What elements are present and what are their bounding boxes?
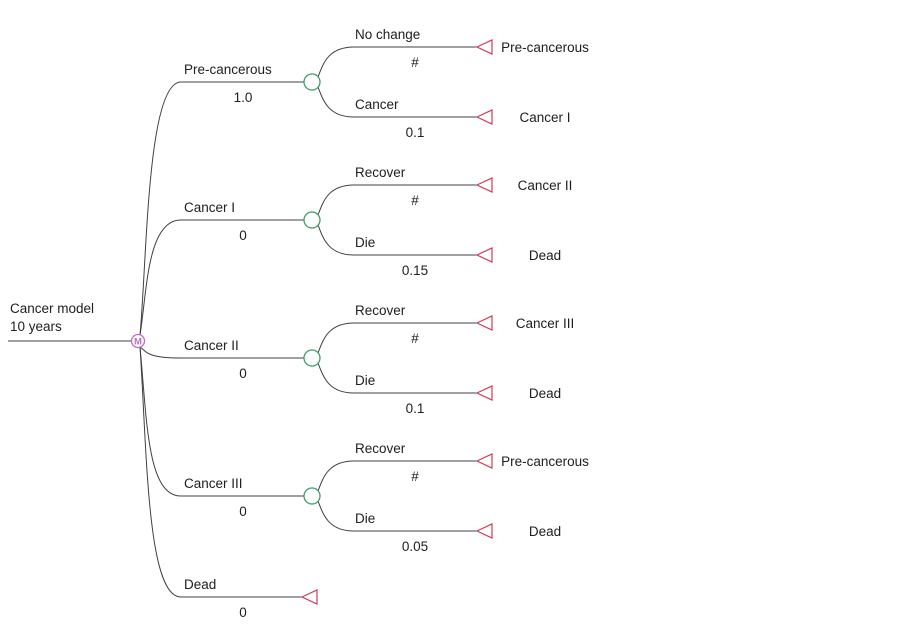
- child-branch-probability[interactable]: 0.15: [402, 263, 428, 278]
- branch-1-child-0-line: [317, 184, 477, 216]
- branch-probability[interactable]: 0: [239, 504, 247, 519]
- chance-node-cancer-2[interactable]: [303, 349, 321, 367]
- child-branch-name[interactable]: Recover: [355, 303, 406, 318]
- terminal-node-b1c0[interactable]: [475, 177, 493, 193]
- branch-probability[interactable]: 1.0: [234, 90, 253, 105]
- branch-2-line: [139, 346, 304, 359]
- terminal-state-label[interactable]: Dead: [529, 386, 561, 401]
- branch-1-line: [139, 219, 304, 336]
- branch-3-line: [139, 346, 304, 497]
- branch-2-child-1-line: [317, 362, 477, 394]
- terminal-node-b3c0[interactable]: [475, 453, 493, 469]
- terminal-state-label[interactable]: Cancer III: [516, 316, 575, 331]
- child-branch-name[interactable]: Die: [355, 373, 375, 388]
- branch-3-child-0-line: [317, 460, 477, 492]
- child-branch-probability[interactable]: #: [411, 331, 419, 346]
- branch-name[interactable]: Cancer III: [184, 476, 243, 491]
- root-label-line2[interactable]: 10 years: [10, 319, 62, 334]
- branch-0-child-0-line: [317, 46, 477, 78]
- terminal-node-b2c0[interactable]: [475, 315, 493, 331]
- terminal-state-label[interactable]: Cancer I: [519, 110, 570, 125]
- branch-2-child-0-line: [317, 322, 477, 354]
- terminal-node-dead-branch[interactable]: [300, 589, 318, 605]
- branch-name[interactable]: Cancer II: [184, 338, 239, 353]
- branch-3-child-1-line: [317, 500, 477, 532]
- child-branch-name[interactable]: Die: [355, 511, 375, 526]
- terminal-node-b2c1[interactable]: [475, 385, 493, 401]
- terminal-state-label[interactable]: Pre-cancerous: [501, 40, 589, 55]
- branch-name[interactable]: Dead: [184, 577, 216, 592]
- terminal-node-b3c1[interactable]: [475, 523, 493, 539]
- child-branch-name[interactable]: Cancer: [355, 97, 399, 112]
- child-branch-name[interactable]: No change: [355, 27, 420, 42]
- root-label-line1[interactable]: Cancer model: [10, 301, 94, 316]
- child-branch-name[interactable]: Recover: [355, 441, 406, 456]
- markov-node[interactable]: [130, 333, 146, 349]
- terminal-state-label[interactable]: Dead: [529, 248, 561, 263]
- terminal-node-b0c1[interactable]: [475, 109, 493, 125]
- child-branch-probability[interactable]: #: [411, 55, 419, 70]
- child-branch-name[interactable]: Recover: [355, 165, 406, 180]
- terminal-node-b1c1[interactable]: [475, 247, 493, 263]
- markov-node-symbol: M: [134, 337, 142, 348]
- branch-0-line: [139, 81, 304, 336]
- child-branch-probability[interactable]: 0.05: [402, 539, 428, 554]
- branch-name[interactable]: Cancer I: [184, 200, 235, 215]
- child-branch-probability[interactable]: #: [411, 469, 419, 484]
- branch-probability[interactable]: 0: [239, 605, 247, 620]
- terminal-state-label[interactable]: Cancer II: [518, 178, 573, 193]
- child-branch-probability[interactable]: 0.1: [406, 401, 425, 416]
- child-branch-name[interactable]: Die: [355, 235, 375, 250]
- chance-node-cancer-1[interactable]: [303, 211, 321, 229]
- branch-probability[interactable]: 0: [239, 366, 247, 381]
- chance-node-cancer-3[interactable]: [303, 487, 321, 505]
- terminal-node-b0c0[interactable]: [475, 39, 493, 55]
- branch-1-child-1-line: [317, 224, 477, 256]
- branch-probability[interactable]: 0: [239, 228, 247, 243]
- branch-name[interactable]: Pre-cancerous: [184, 62, 272, 77]
- terminal-state-label[interactable]: Pre-cancerous: [501, 454, 589, 469]
- chance-node-pre-cancerous[interactable]: [303, 73, 321, 91]
- branch-4-line: [139, 346, 302, 598]
- branch-0-child-1-line: [317, 86, 477, 118]
- terminal-state-label[interactable]: Dead: [529, 524, 561, 539]
- child-branch-probability[interactable]: #: [411, 193, 419, 208]
- child-branch-probability[interactable]: 0.1: [406, 125, 425, 140]
